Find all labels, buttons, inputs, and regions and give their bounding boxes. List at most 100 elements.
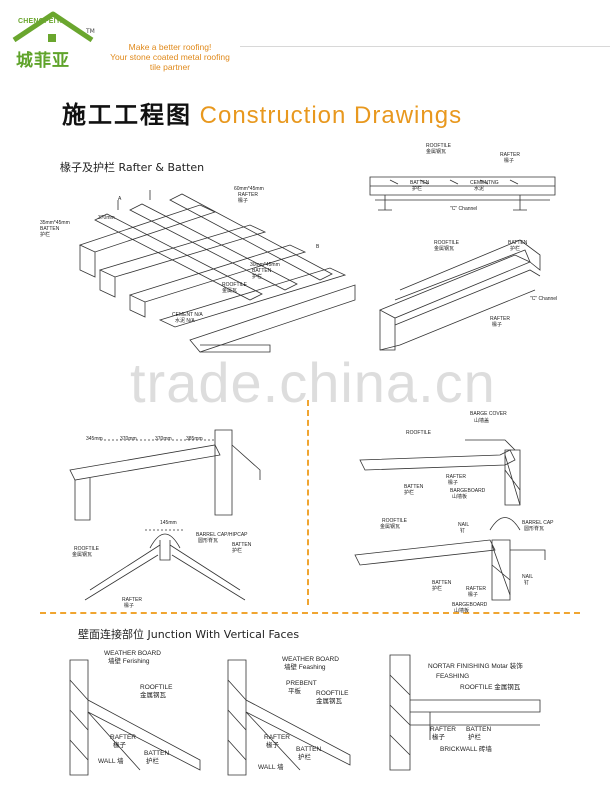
label-v3-batten-cn: 护栏 <box>468 734 481 741</box>
label-d1-rafter-size: 60mm*45mm <box>234 186 264 192</box>
drawing-vertical-face-3 <box>389 654 541 771</box>
label-d1-rafter-cn: 椽子 <box>238 198 249 204</box>
brand-name: CHENGFEIYA <box>18 18 66 25</box>
label-v2-rafter-cn: 椽子 <box>266 742 279 749</box>
slogan-line-2: Your stone coated metal roofing <box>110 52 230 62</box>
label-d4-dim-1: 345mm <box>86 436 103 442</box>
label-d1-batten: BATTEN <box>40 226 60 232</box>
label-v2-rafter: RAFTER <box>264 734 290 741</box>
drawing-c-channel-section <box>369 176 556 211</box>
label-d7-batten-cn: 护栏 <box>432 586 443 592</box>
label-d3-channel: "C" Channel <box>530 296 558 302</box>
label-d1-rooftile: ROOFTILE <box>222 282 248 288</box>
label-d3-rooftile: ROOFTILE <box>434 240 460 246</box>
label-v2-rooftile-cn: 金属钢瓦 <box>316 698 342 705</box>
trademark: TM <box>86 28 95 35</box>
label-d2-cement-cn: 水泥 <box>474 186 485 192</box>
slogan-line-1: Make a better roofing! <box>128 42 212 52</box>
label-d1-batten-b: BATTEN <box>252 268 272 274</box>
label-v2-batten: BATTEN <box>296 746 322 753</box>
drawing-vertical-face-1 <box>69 659 201 776</box>
label-d5-batten: BATTEN <box>404 484 424 490</box>
label-v2-rooftile: ROOFTILE <box>316 690 349 697</box>
label-d7-nail-b-cn: 钉 <box>524 580 530 586</box>
label-v2-prebent-cn: 平板 <box>288 688 301 695</box>
label-v2-prebent: PREBENT <box>286 680 317 687</box>
label-d2-cement: CEMENTNG <box>470 180 499 186</box>
label-d1-batten-cn: 护栏 <box>40 232 51 238</box>
section-divider <box>40 612 580 614</box>
label-d7-bargeboard: BARGEBOARD <box>452 602 488 608</box>
label-v2-weather-cn: 墙壁 Feashing <box>284 664 326 671</box>
label-d1-cement-cn: 水泥 N/A <box>175 318 195 324</box>
label-d1-rafter: RAFTER <box>238 192 258 198</box>
header-divider <box>240 46 610 47</box>
label-d4-dim-4: 385mm <box>186 436 203 442</box>
label-v1-rooftile: ROOFTILE <box>140 684 173 691</box>
section-heading-vertical-faces: 壁面连接部位 Junction With Vertical Faces <box>78 628 300 641</box>
label-d2-channel: "C" Channel <box>450 206 478 212</box>
section-heading-rafter-batten: 椽子及护栏 Rafter & Batten <box>60 161 205 174</box>
label-v1-weather: WEATHER BOARD <box>104 650 161 657</box>
label-d7-rooftile: ROOFTILE <box>382 518 408 524</box>
label-d6-rafter-cn: 椽子 <box>124 603 135 609</box>
label-d5-barge: BARGE COVER <box>470 411 507 417</box>
label-d6-barrel: BARREL CAP/HIPCAP <box>196 532 248 538</box>
page-title: 施工工程图 Construction Drawings <box>62 95 462 130</box>
label-d2-rafter: RAFTER <box>500 152 520 158</box>
label-d3-batten-cn: 护栏 <box>510 246 521 252</box>
brand-name-cn: 城菲亚 <box>16 51 70 71</box>
label-d6-batten-cn: 护栏 <box>232 548 243 554</box>
label-v2-wall: WALL 墙 <box>258 764 284 771</box>
label-d5-barge-cn: 山墙盖 <box>474 418 490 424</box>
label-d7-rooftile-cn: 金属钢瓦 <box>380 524 401 530</box>
logo-house-icon <box>12 11 94 43</box>
label-d7-barrel: BARREL CAP <box>522 520 554 526</box>
label-v3-batten: BATTEN <box>466 726 492 733</box>
label-v1-batten-cn: 护栏 <box>146 758 159 765</box>
label-d7-nail-cn: 钉 <box>460 528 466 534</box>
label-d2-batten: BATTEN <box>410 180 430 186</box>
label-d1-batten-b-cn: 护栏 <box>252 274 263 280</box>
label-d3-rafter-cn: 椽子 <box>492 322 503 328</box>
label-d6-batten: BATTEN <box>232 542 252 548</box>
label-v3-rooftile: ROOFTILE 金属钢瓦 <box>460 684 521 691</box>
page-title-cn: 施工工程图 <box>62 101 192 129</box>
label-d1-batten-size: 35mm*45mm <box>40 220 70 226</box>
label-d6-rooftile-cn: 金属钢瓦 <box>72 552 93 558</box>
label-d5-rafter-cn: 椽子 <box>448 480 459 486</box>
drawing-ridge-dims <box>69 429 261 521</box>
column-divider <box>307 400 309 605</box>
label-d1-b: B <box>316 244 320 250</box>
label-v1-wall: WALL 墙 <box>98 758 124 765</box>
logo <box>8 10 98 70</box>
drawing-barge-cover <box>359 439 521 506</box>
label-d6-rafter: RAFTER <box>122 597 142 603</box>
label-d2-rooftile: ROOFTILE <box>426 143 452 149</box>
label-v1-batten: BATTEN <box>144 750 170 757</box>
label-d7-rafter-cn: 椽子 <box>468 592 479 598</box>
label-v3-mortar: NORTAR FINISHING Motar 装饰 <box>428 663 523 670</box>
label-d2-rafter-cn: 椽子 <box>504 158 515 164</box>
label-d3-rooftile-cn: 金属钢瓦 <box>434 246 455 252</box>
label-v1-rooftile-cn: 金属钢瓦 <box>140 692 166 699</box>
label-v1-weather-cn: 墙壁 Ferishing <box>108 658 150 665</box>
label-d4-dim-2: 370mm <box>120 436 137 442</box>
label-d2-batten-cn: 护栏 <box>412 186 423 192</box>
label-v3-feashing: FEASHING <box>436 673 470 680</box>
drawing-vertical-face-2 <box>227 659 351 776</box>
label-v1-rafter: RAFTER <box>110 734 136 741</box>
label-d6-dim: 145mm <box>160 520 177 526</box>
drawing-barrel-cap <box>84 529 246 601</box>
drawing-eave-perspective <box>379 239 541 351</box>
label-d1-a: A <box>118 196 122 202</box>
label-d7-barrel-cn: 圆形脊瓦 <box>524 526 545 532</box>
label-v2-weather: WEATHER BOARD <box>282 656 339 663</box>
label-v1-rafter-cn: 椽子 <box>113 742 126 749</box>
drawing-rafter-batten-iso <box>78 190 356 353</box>
label-d5-bargeboard-cn: 山墙板 <box>452 494 468 500</box>
label-d7-bargeboard-cn: 山墙板 <box>454 608 470 614</box>
label-d7-rafter: RAFTER <box>466 586 486 592</box>
label-v3-brick: BRICKWALL 砖墙 <box>440 746 492 753</box>
